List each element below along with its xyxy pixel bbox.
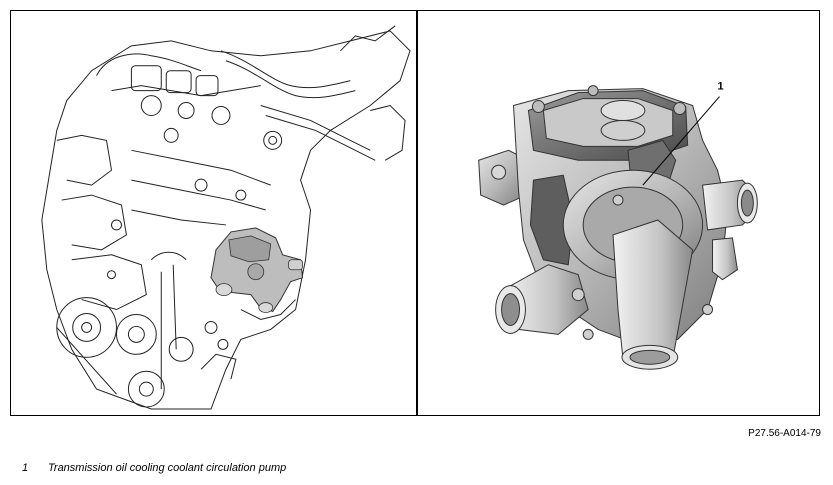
panel-divider [416,11,418,415]
callout-leader-line [642,96,720,186]
engine-overview-panel [11,11,416,415]
figure-code: P27.56-A014-79 [748,428,821,439]
pump-detail-panel: 1 [418,11,819,415]
legend-item-number: 1 [22,462,29,474]
figure-frame: 1 [10,10,820,416]
callout-number: 1 [718,81,724,93]
engine-line-drawing [41,25,411,410]
legend-item-text: Transmission oil cooling coolant circula… [48,462,287,474]
legend: 1 Transmission oil cooling coolant circul… [22,462,286,474]
pump-highlight [210,227,304,313]
pump-detail-drawing: 1 [478,81,758,370]
